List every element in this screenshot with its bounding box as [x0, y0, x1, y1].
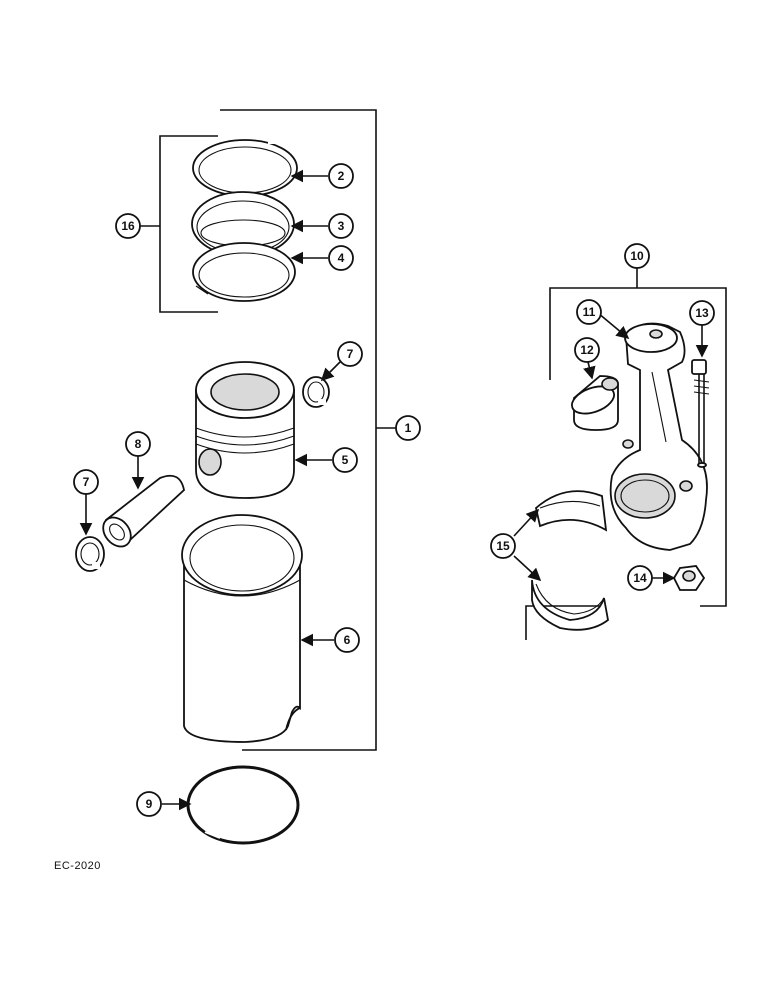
- callout-9: 9: [136, 791, 162, 817]
- callout-10: 10: [624, 243, 650, 269]
- svg-text:3: 3: [338, 219, 345, 233]
- callout-2: 2: [328, 163, 354, 189]
- liner-seal-ring: [186, 765, 300, 845]
- callout-16: 16: [115, 213, 141, 239]
- piston-ring-oil: [192, 242, 296, 302]
- svg-text:16: 16: [121, 219, 135, 233]
- svg-text:10: 10: [630, 249, 644, 263]
- callout-11: 11: [576, 299, 602, 325]
- svg-text:14: 14: [633, 571, 647, 585]
- circlip-lower: [75, 536, 105, 572]
- bearing-shell-upper: [535, 490, 608, 532]
- connecting-rod-bracket-10: [525, 268, 727, 640]
- piston: [195, 361, 295, 499]
- svg-text:13: 13: [695, 306, 709, 320]
- piston-ring-top: [192, 139, 298, 197]
- svg-text:9: 9: [146, 797, 153, 811]
- callout-6: 6: [334, 627, 360, 653]
- callout-14: 14: [627, 565, 653, 591]
- connecting-rod-bolt: [691, 359, 710, 468]
- circlip-upper: [302, 376, 330, 408]
- callout-12: 12: [574, 337, 600, 363]
- svg-text:12: 12: [580, 343, 594, 357]
- callout-13: 13: [689, 300, 715, 326]
- ring-set-bracket-16: [140, 135, 218, 313]
- svg-text:4: 4: [338, 251, 345, 265]
- svg-text:5: 5: [342, 453, 349, 467]
- small-end-bush: [571, 375, 619, 431]
- svg-text:11: 11: [583, 305, 596, 319]
- leader-lines: [79, 169, 709, 811]
- callout-7-lower: 7: [73, 469, 99, 495]
- bearing-shell-lower: [531, 579, 609, 631]
- connecting-rod-nut: [672, 565, 706, 591]
- callout-15: 15: [490, 533, 516, 559]
- callout-8: 8: [125, 431, 151, 457]
- piston-pin: [102, 474, 185, 548]
- assembly-bracket-1: [220, 109, 396, 751]
- callout-4: 4: [328, 245, 354, 271]
- piston-ring-middle: [191, 191, 295, 257]
- svg-text:2: 2: [338, 169, 345, 183]
- svg-text:1: 1: [405, 421, 412, 435]
- svg-text:15: 15: [496, 539, 510, 553]
- callout-5: 5: [332, 447, 358, 473]
- svg-text:7: 7: [83, 475, 90, 489]
- callout-7-upper: 7: [337, 341, 363, 367]
- cylinder-liner: [181, 514, 303, 743]
- figure-reference-code: EC-2020: [54, 860, 101, 872]
- svg-text:6: 6: [344, 633, 351, 647]
- connecting-rod: [609, 322, 708, 551]
- callout-1: 1: [395, 415, 421, 441]
- svg-text:7: 7: [347, 347, 354, 361]
- callout-3: 3: [328, 213, 354, 239]
- svg-text:8: 8: [135, 437, 142, 451]
